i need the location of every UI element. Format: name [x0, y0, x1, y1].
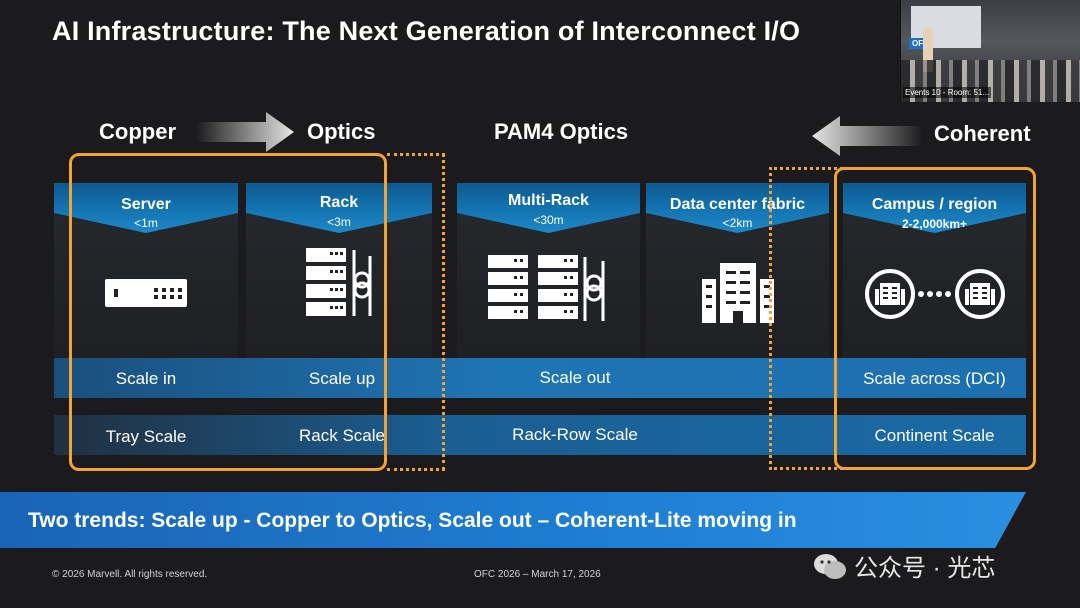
right-arrow-icon [196, 112, 294, 152]
event-date: OFC 2026 – March 17, 2026 [474, 569, 601, 580]
rack-row-scale-label: Rack-Row Scale [512, 425, 638, 444]
continent-scale-label: Continent Scale [874, 426, 995, 445]
copyright: © 2026 Marvell. All rights reserved. [52, 569, 208, 580]
label-copper: Copper [99, 119, 176, 144]
copper-highlight-box [69, 153, 387, 471]
multi-rack-optics-icon [457, 253, 640, 323]
column-data-center-fabric: Data center fabric <2km [646, 183, 829, 358]
trends-text: Two trends: Scale up - Copper to Optics,… [28, 509, 797, 532]
campus-link-icon [843, 267, 1026, 321]
server-unit-icon [54, 278, 238, 308]
tray-scale-label: Tray Scale [105, 427, 187, 446]
column-title: Multi-Rack [508, 192, 589, 209]
column-reach: <2km [722, 216, 753, 230]
scale-out-label: Scale out [539, 368, 611, 387]
column-title: Server [121, 196, 171, 213]
label-coherent: Coherent [934, 121, 1031, 146]
rack-servers-optics-icon [246, 246, 432, 318]
column-server: Server <1m [54, 183, 238, 358]
coherent-highlight-box [834, 167, 1036, 470]
column-title: Rack [319, 194, 359, 211]
column-title: Campus / region [871, 196, 998, 213]
scale-across-label: Scale across (DCI) [863, 369, 1006, 388]
scale-in-label: Scale in [115, 369, 177, 388]
optics-dotted-box [387, 153, 445, 471]
column-multi-rack: Multi-Rack <30m [457, 183, 640, 358]
label-optics: Optics [307, 119, 376, 144]
speaker-figure [923, 28, 933, 72]
coherent-dotted-box [769, 167, 843, 470]
wechat-icon [814, 553, 846, 579]
scale-up-label: Scale up [308, 369, 376, 388]
column-reach: 2-2,000km+ [901, 217, 968, 231]
watermark-text: 公众号 · 光芯 [854, 555, 996, 582]
column-campus-region: Campus / region 2-2,000km+ [843, 183, 1026, 358]
column-reach: <3m [327, 215, 351, 229]
speaker-video-thumbnail[interactable]: OFC Events 10 - Room: 51... [900, 0, 1080, 102]
label-pam4-optics: PAM4 Optics [494, 119, 629, 144]
left-arrow-icon [812, 116, 923, 156]
data-center-building-icon [646, 261, 829, 325]
ofc-badge: OFC [909, 38, 932, 49]
column-reach: <30m [533, 213, 564, 227]
wechat-watermark: 公众号 · 光芯 [812, 548, 995, 583]
scale-row-band [54, 358, 1026, 398]
scope-row-band [54, 415, 1026, 455]
slide-title: AI Infrastructure: The Next Generation o… [52, 16, 801, 46]
column-rack: Rack <3m [246, 183, 432, 358]
column-reach: <1m [134, 216, 158, 230]
video-caption: Events 10 - Room: 51... [903, 87, 992, 98]
rack-scale-label: Rack Scale [299, 426, 385, 445]
trends-banner: Two trends: Scale up - Copper to Optics,… [0, 492, 1026, 548]
